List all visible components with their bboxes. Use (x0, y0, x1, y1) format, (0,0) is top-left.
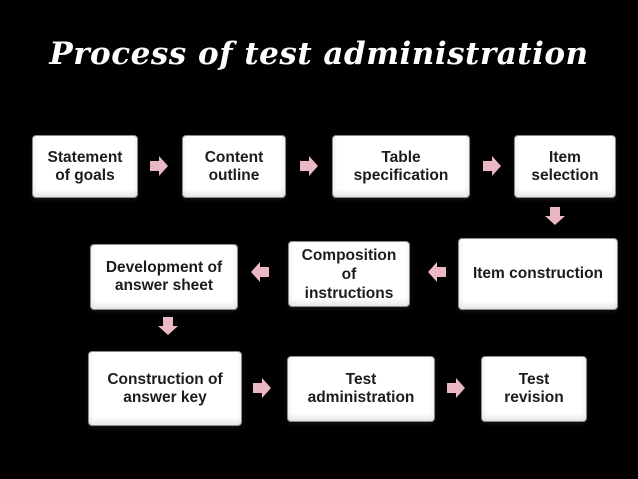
arrow-right-icon (252, 378, 272, 398)
step-label: Statement of goals (47, 148, 123, 184)
step-statement-of-goals: Statement of goals (32, 135, 138, 198)
step-table-specification: Table specification (332, 135, 470, 198)
step-label: Table specification (353, 148, 449, 184)
step-item-construction: Item construction (458, 238, 618, 310)
step-test-administration: Test administration (287, 356, 435, 422)
step-label: Item construction (472, 265, 604, 282)
step-label: Content outline (204, 148, 264, 184)
step-label: Test revision (504, 371, 564, 406)
step-label: Construction of answer key (107, 370, 223, 406)
step-label: Item selection (531, 148, 599, 184)
step-label: Development of answer sheet (105, 259, 223, 294)
step-construction-of-answer-key: Construction of answer key (88, 351, 242, 426)
arrow-right-icon (299, 156, 319, 176)
step-content-outline: Content outline (182, 135, 286, 198)
arrow-right-icon (149, 156, 169, 176)
step-test-revision: Test revision (481, 356, 587, 422)
step-composition-of-instructions: Composition of instructions (288, 241, 410, 307)
slide-title: Process of test administration (49, 36, 589, 72)
step-development-of-answer-sheet: Development of answer sheet (90, 244, 238, 310)
step-label: Test administration (307, 371, 415, 406)
arrow-left-icon (250, 262, 270, 282)
arrow-left-icon (427, 262, 447, 282)
arrow-down-icon (545, 206, 565, 226)
arrow-right-icon (482, 156, 502, 176)
step-item-selection: Item selection (514, 135, 616, 198)
arrow-right-icon (446, 378, 466, 398)
step-label: Composition of instructions (301, 246, 397, 302)
arrow-down-icon (158, 316, 178, 336)
